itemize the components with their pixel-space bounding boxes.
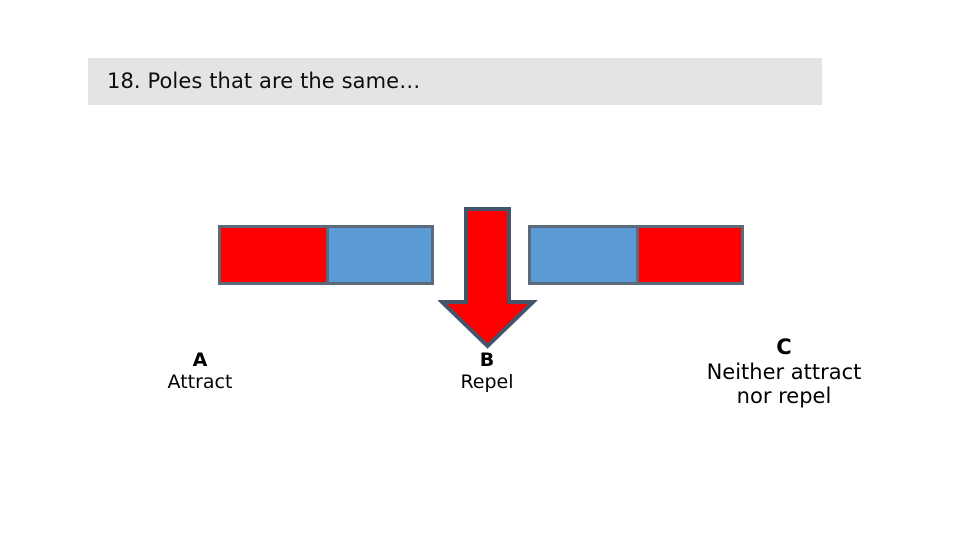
option-b-description: Repel xyxy=(460,371,514,394)
option-a-letter: A xyxy=(192,349,208,371)
magnet-right-blue-pole xyxy=(531,228,636,282)
option-a-description: Attract xyxy=(167,371,233,394)
option-b-letter: B xyxy=(479,349,495,371)
magnet-bar-right xyxy=(528,225,744,285)
title-banner: 18. Poles that are the same… xyxy=(88,58,822,105)
magnet-bar-left xyxy=(218,225,434,285)
magnet-left-blue-pole xyxy=(326,228,431,282)
option-b[interactable]: B Repel xyxy=(367,349,607,394)
magnet-left-red-pole xyxy=(221,228,326,282)
option-c-letter: C xyxy=(776,335,792,359)
option-a[interactable]: A Attract xyxy=(80,349,320,394)
page-title: 18. Poles that are the same… xyxy=(107,69,421,93)
down-arrow-icon xyxy=(438,205,538,351)
magnet-right-red-pole xyxy=(636,228,741,282)
